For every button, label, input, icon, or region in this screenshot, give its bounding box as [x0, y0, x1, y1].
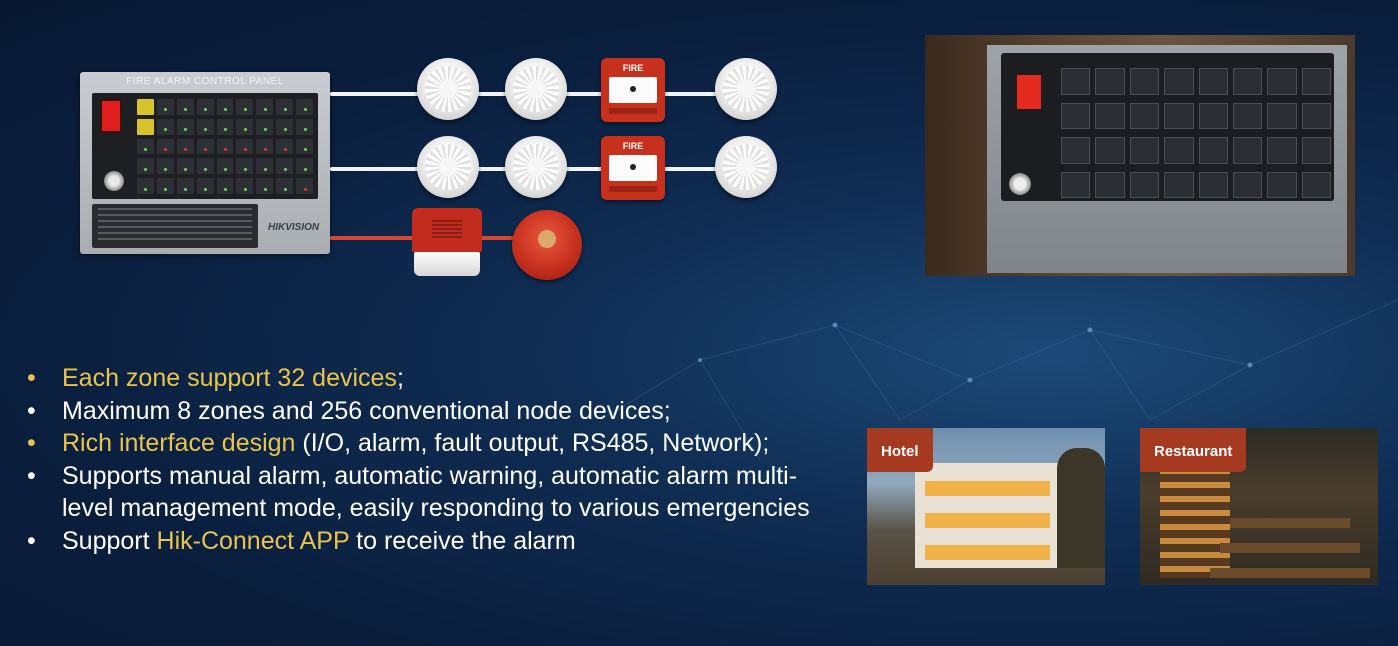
control-panel-image: FIRE ALARM CONTROL PANEL HIKVISION	[80, 72, 330, 254]
smoke-detector-icon	[417, 136, 479, 198]
hotel-label: Hotel	[867, 428, 933, 472]
key-switch-icon	[1009, 173, 1031, 195]
heat-detector-icon	[505, 136, 567, 198]
hotel-photo: Hotel	[867, 428, 1105, 585]
manual-call-point-icon: FIRE	[601, 136, 665, 200]
feature-item: •Rich interface design (I/O, alarm, faul…	[27, 429, 770, 457]
feature-item: •Supports manual alarm, automatic warnin…	[27, 461, 810, 523]
restaurant-photo: Restaurant	[1140, 428, 1378, 585]
panel-photo	[925, 35, 1355, 276]
fire-indicator-icon	[1017, 75, 1041, 109]
panel-info-label	[92, 204, 258, 248]
smoke-detector-icon	[417, 58, 479, 120]
feature-item: •Support Hik-Connect APP to receive the …	[27, 526, 576, 555]
fire-indicator-icon	[100, 99, 122, 133]
panel-button-grid	[1061, 68, 1331, 198]
alarm-bell-icon	[512, 210, 582, 280]
panel-brand: HIKVISION	[268, 222, 320, 233]
feature-item: •Maximum 8 zones and 256 conventional no…	[27, 396, 671, 425]
panel-face	[92, 93, 318, 199]
sounder-strobe-icon	[412, 208, 482, 278]
feature-list: •Each zone support 32 devices; •Maximum …	[27, 362, 857, 557]
heat-detector-icon	[505, 58, 567, 120]
heat-detector-icon	[715, 136, 777, 198]
panel-title: FIRE ALARM CONTROL PANEL	[126, 76, 284, 87]
key-switch-icon	[104, 171, 124, 191]
heat-detector-icon	[715, 58, 777, 120]
restaurant-label: Restaurant	[1140, 428, 1247, 472]
manual-call-point-icon: FIRE	[601, 58, 665, 122]
feature-item: •Each zone support 32 devices;	[27, 364, 404, 392]
panel-led-grid	[137, 99, 313, 194]
